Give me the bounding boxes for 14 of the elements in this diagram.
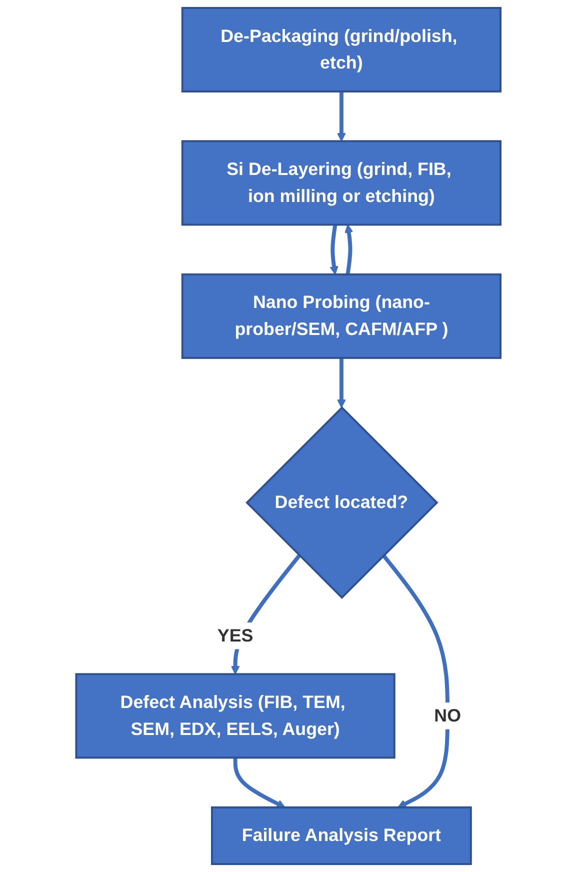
arrow	[382, 554, 450, 808]
arrow	[330, 224, 338, 275]
arrow	[344, 224, 354, 275]
edge-label: NO	[434, 705, 462, 726]
node-box: Si De-Layering (grind, FIB, ion milling or etching)	[182, 140, 502, 226]
node-diamond: Defect located?	[246, 406, 438, 599]
arrow	[337, 358, 346, 408]
node-box: Failure Analysis Report	[211, 806, 472, 866]
node-box: Nano Probing (nano-prober/SEM, CAFM/AFP )	[182, 273, 502, 359]
node-box: Defect Analysis (FIB, TEM, SEM, EDX, EELS, Auger)	[75, 673, 396, 759]
node-box: De-Packaging (grind/polish, etch)	[182, 6, 502, 92]
arrow	[233, 758, 286, 808]
edge-label: YES	[218, 625, 254, 646]
arrow	[337, 91, 346, 142]
